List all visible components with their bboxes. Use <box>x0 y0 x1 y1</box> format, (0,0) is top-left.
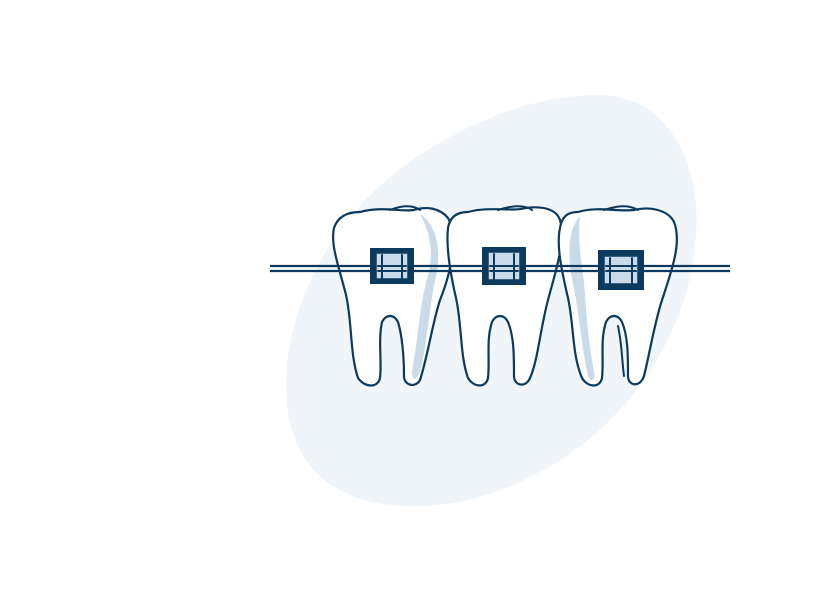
tooth-right <box>557 205 678 387</box>
bracket-right <box>598 250 644 290</box>
bracket-middle <box>482 247 526 285</box>
tooth-middle <box>446 205 563 387</box>
tooth-left <box>332 205 455 387</box>
bracket-left <box>370 248 414 284</box>
